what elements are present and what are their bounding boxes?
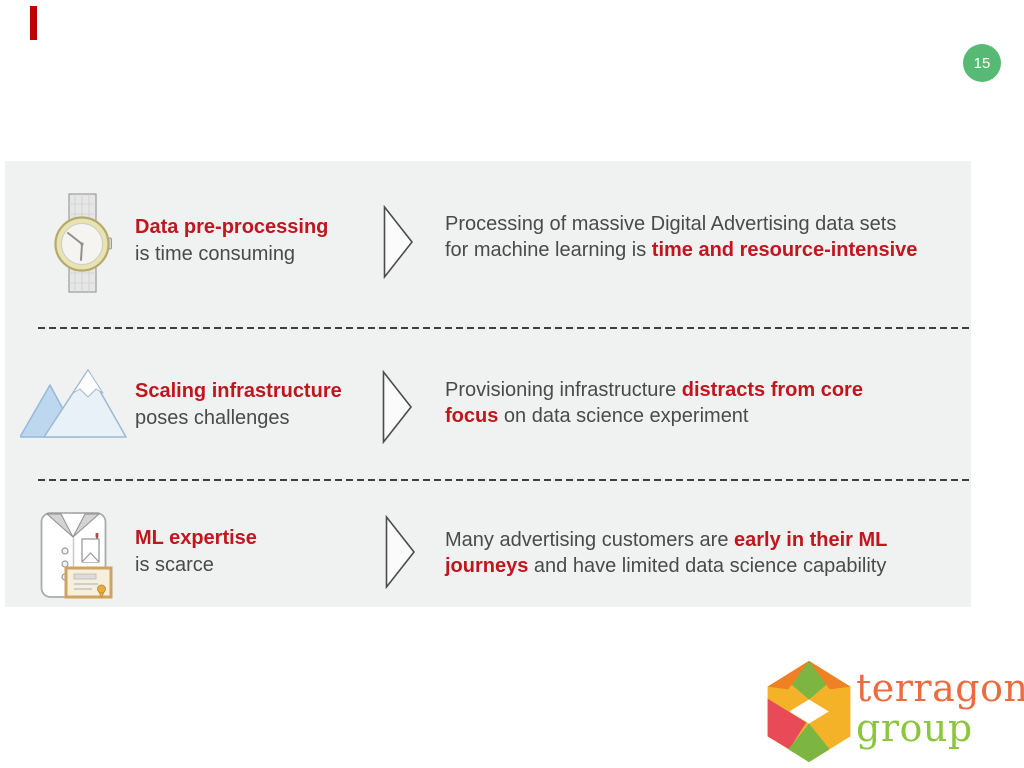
problem-title: Data pre-processing	[135, 216, 329, 238]
logo-name: terragon	[856, 666, 1024, 710]
arrow-right-icon	[382, 369, 413, 445]
accent-bar	[30, 6, 37, 40]
problem-title: Scaling infrastructure	[135, 380, 342, 402]
problem-title-block: Scaling infrastructure poses challenges	[135, 378, 385, 432]
page-number: 15	[973, 54, 991, 72]
plain-text: Many advertising customers are	[445, 529, 735, 551]
highlighted-text: distracts from core focus	[445, 379, 863, 427]
problem-subtitle: poses challenges	[135, 407, 290, 429]
dashed-separator	[38, 327, 973, 329]
problem-subtitle: is scarce	[135, 554, 214, 576]
plain-text: Processing of massive Digital Advertisin…	[445, 213, 897, 261]
problem-title-block: ML expertise is scarce	[135, 525, 385, 579]
logo-wordmark: terragon group	[856, 668, 1024, 748]
highlighted-text: time and resource-intensive	[651, 239, 918, 261]
problem-subtitle: is time consuming	[135, 243, 296, 265]
plain-text: on data science experiment	[498, 405, 749, 427]
problem-description: Processing of massive Digital Advertisin…	[445, 211, 990, 263]
plain-text: and have limited data science capability	[528, 555, 887, 577]
problem-title-block: Data pre-processing is time consuming	[135, 214, 385, 268]
terragon-cube-icon	[764, 659, 854, 768]
problem-title: ML expertise	[135, 527, 257, 549]
arrow-right-icon	[383, 204, 414, 280]
lab-coat-icon	[40, 508, 117, 605]
terragon-group-logo: terragon group	[764, 659, 1024, 764]
plain-text: Provisioning infrastructure	[445, 379, 682, 401]
arrow-right-icon	[385, 514, 416, 590]
problem-description: Many advertising customers are early in …	[445, 527, 990, 579]
problem-description: Provisioning infrastructure distracts fr…	[445, 377, 990, 429]
dashed-separator	[38, 479, 973, 481]
highlighted-text: early in their ML journeys	[445, 529, 888, 577]
page-number-badge: 15	[963, 44, 1001, 82]
content-panel: Data pre-processing is time consuming Pr…	[5, 161, 973, 607]
watch-icon	[52, 193, 112, 298]
mountains-icon	[19, 368, 127, 443]
logo-group: group	[856, 706, 973, 750]
